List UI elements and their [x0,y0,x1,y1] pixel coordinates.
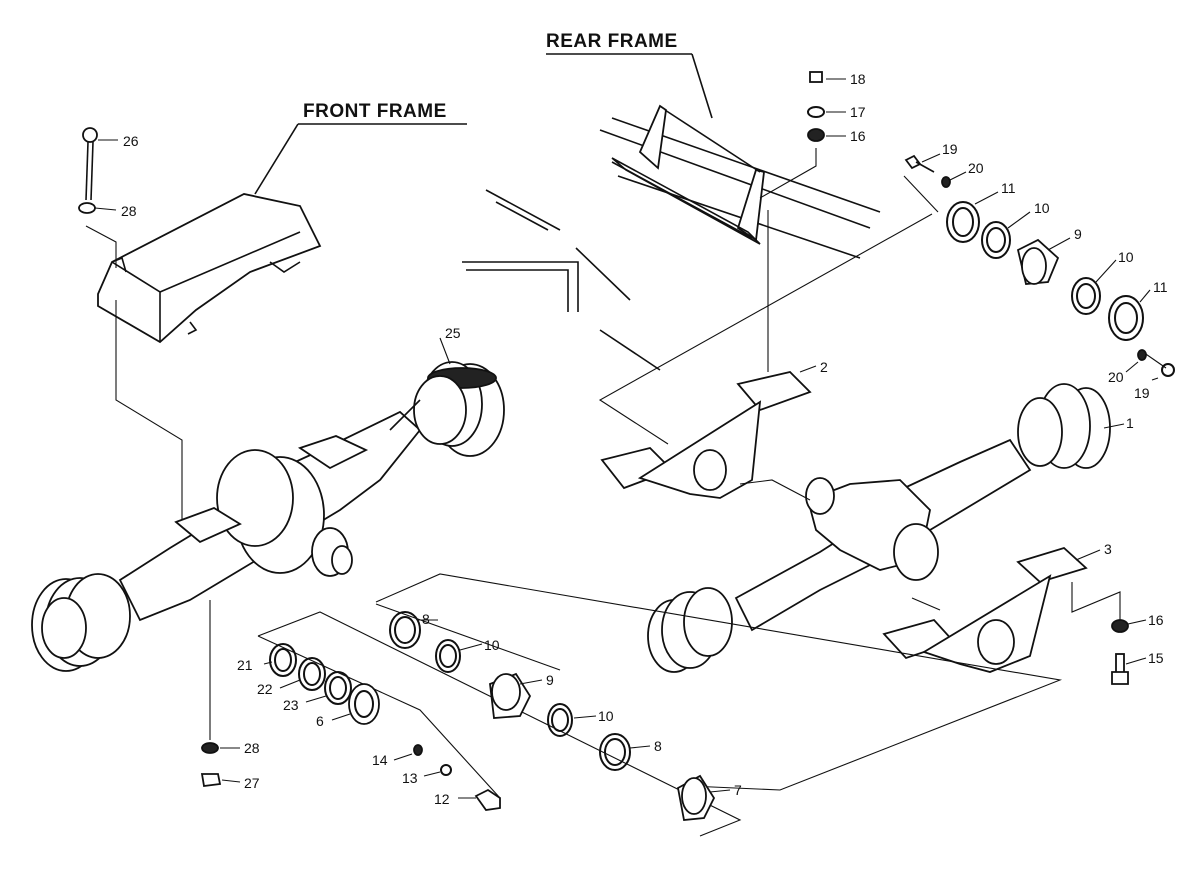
callout-14: 14 [372,752,388,768]
callout-1: 1 [1126,415,1134,431]
callout-9-top: 9 [1074,226,1082,242]
fasteners [78,71,1175,811]
callout-25: 25 [445,325,461,341]
callout-10-upper: 10 [484,637,500,653]
front-frame-label: FRONT FRAME [303,101,447,122]
callout-3: 3 [1104,541,1112,557]
callout-numbers: 26 28 25 18 17 16 19 20 11 10 9 10 11 20… [121,71,1168,807]
rear-frame-title: REAR FRAME [546,31,713,119]
front-bushing-stack-b [269,643,380,725]
callout-27: 27 [244,775,260,791]
callout-9-lower: 9 [546,672,554,688]
bracket-2 [600,371,812,499]
front-frame-title: FRONT FRAME [254,101,467,195]
callout-17: 17 [850,104,866,120]
callout-21: 21 [237,657,253,673]
callout-2: 2 [820,359,828,375]
callout-18: 18 [850,71,866,87]
callout-8-upper: 8 [422,611,430,627]
callout-28-bottom: 28 [244,740,260,756]
callout-20-top: 20 [968,160,984,176]
callout-6: 6 [316,713,324,729]
front-frame [97,193,322,344]
callout-22: 22 [257,681,273,697]
callout-16-top: 16 [850,128,866,144]
callout-13: 13 [402,770,418,786]
callout-15: 15 [1148,650,1164,666]
bracket-3 [882,546,1088,673]
callout-11-top: 11 [1001,180,1016,196]
callout-11-right: 11 [1153,279,1168,295]
callout-16-right: 16 [1148,612,1164,628]
callout-26: 26 [123,133,139,149]
front-axle [31,361,505,672]
rear-frame-label: REAR FRAME [546,31,678,52]
assembly-lines [85,148,1167,837]
rear-bushing-stack [946,201,1144,341]
front-bushing-stack-a [389,611,716,821]
callout-leaders [94,78,1159,799]
callout-8-lower: 8 [654,738,662,754]
rear-frame [462,104,881,371]
callout-10-right: 10 [1118,249,1134,265]
callout-19-top: 19 [942,141,958,157]
callout-23: 23 [283,697,299,713]
callout-20-right: 20 [1108,369,1124,385]
callout-10-top: 10 [1034,200,1050,216]
callout-19-right: 19 [1134,385,1150,401]
callout-28-top: 28 [121,203,137,219]
callout-10-lower: 10 [598,708,614,724]
callout-7: 7 [734,782,742,798]
rear-axle [647,383,1111,673]
callout-12: 12 [434,791,450,807]
